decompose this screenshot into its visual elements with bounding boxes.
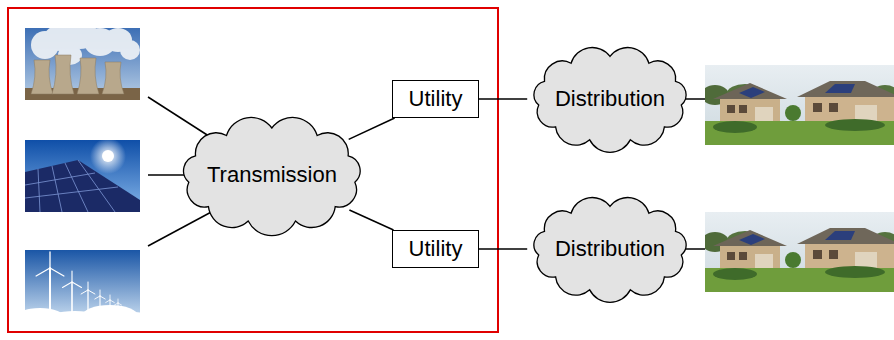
solar-panel-photo: [52, 166, 62, 212]
node-label-group: Utility: [409, 86, 463, 111]
cloud-node: Distribution: [520, 193, 700, 305]
houses-photo: [701, 65, 894, 145]
connector: [479, 248, 527, 250]
wind-turbine-photo: [49, 268, 51, 322]
solar-panel-photo: [90, 140, 126, 174]
wind-turbine-photo: [63, 271, 82, 288]
utility-box: Utility: [392, 80, 479, 118]
node-label-group: Transmission: [207, 162, 337, 187]
houses-photo: [701, 212, 894, 292]
power-plant-photo: [77, 58, 99, 94]
cloud-outline: [184, 117, 361, 235]
power-plant-photo: [31, 55, 124, 94]
cloud-node: Distribution: [520, 43, 700, 155]
connector: [349, 118, 395, 139]
wind-turbine-photo: [36, 252, 64, 276]
connector: [349, 210, 393, 230]
node-label-group: Distribution: [555, 86, 665, 111]
power-plant-photo: [25, 28, 140, 100]
wind-turbine-photo: [81, 282, 95, 294]
wind-turbine-photo: [118, 303, 119, 322]
cloud-outline: [534, 198, 686, 303]
solar-panel-photo: [38, 169, 40, 212]
wind-turbine-photo: [110, 300, 111, 322]
solar-panel-photo: [25, 187, 118, 198]
solar-panel-photo: [25, 140, 140, 212]
region-frame: [8, 8, 498, 332]
power-plant-photo: [31, 60, 53, 94]
connector: [479, 98, 527, 100]
power-plant-photo: [52, 55, 74, 94]
source-wires: [148, 210, 215, 246]
solar-panel-photo: [25, 160, 118, 212]
wind-turbine-photo: [99, 296, 100, 322]
source-wires: [148, 97, 215, 140]
node-label-group: Utility: [409, 236, 463, 261]
power-plant-photo: [120, 40, 140, 60]
wind-turbine-photo: [106, 295, 115, 303]
utility-box: Utility: [392, 230, 479, 268]
node-label: Distribution: [555, 86, 665, 111]
wind-turbine-photo: [25, 305, 140, 325]
node-label: Utility: [409, 86, 463, 111]
node-label: Distribution: [555, 236, 665, 261]
wind-turbine-photo: [87, 290, 88, 322]
power-plant-photo: [102, 62, 124, 94]
wind-turbine-photo: [25, 250, 140, 325]
cloud-node: Transmission: [167, 113, 377, 238]
wind-turbine-photo: [95, 290, 105, 299]
solar-panel-photo: [25, 160, 140, 212]
solar-panel-photo: [102, 150, 114, 162]
node-label: Transmission: [207, 162, 337, 187]
node-label-group: Distribution: [555, 236, 665, 261]
solar-panel-photo: [78, 160, 115, 212]
wind-turbine-photo: [120, 312, 140, 325]
wind-turbine-photo: [71, 282, 73, 322]
wind-turbine-photo: [36, 252, 121, 322]
solar-panel-photo: [25, 173, 95, 185]
solar-panel-photo: [65, 163, 88, 212]
wind-turbine-photo: [115, 299, 122, 305]
node-label: Utility: [409, 236, 463, 261]
cloud-outline: [534, 48, 686, 153]
